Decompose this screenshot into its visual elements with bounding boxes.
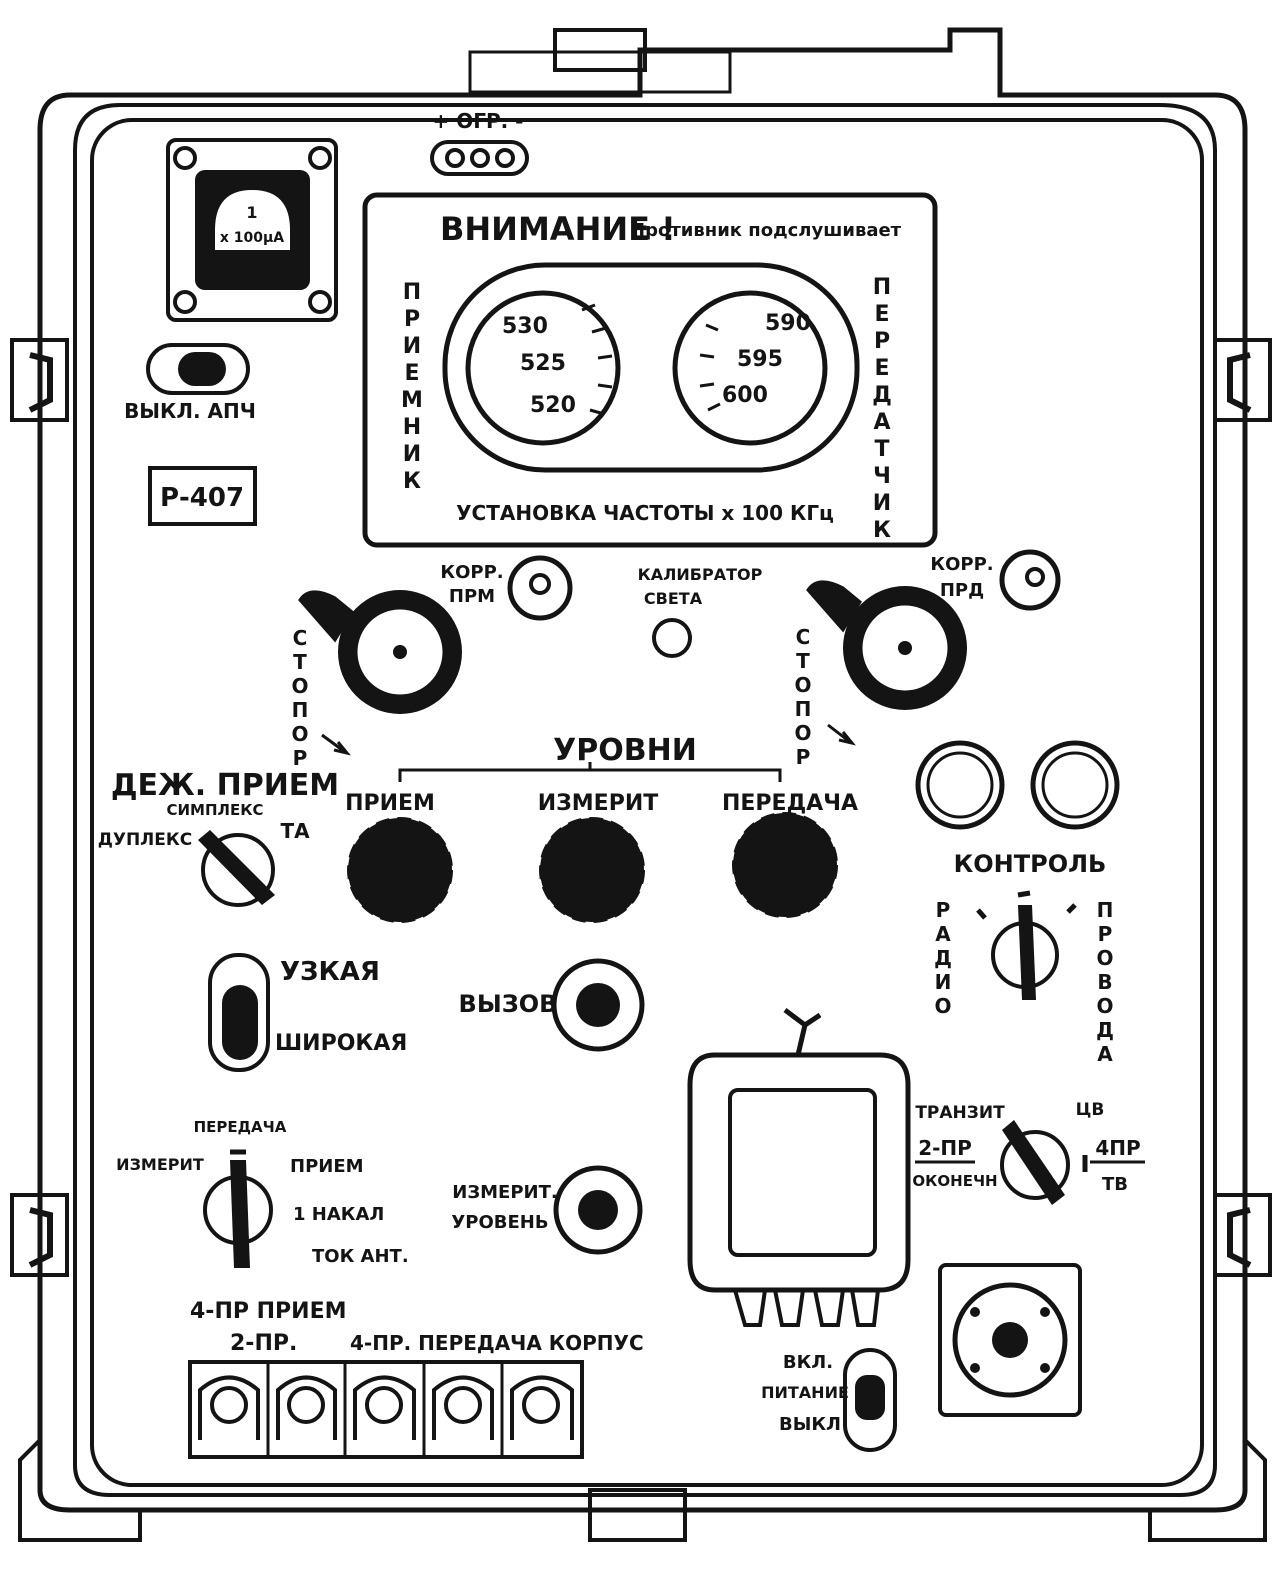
warning-text: Противник подслушивает <box>630 220 902 241</box>
duty-switch-pos-simplex: СИМПЛЕКС <box>166 801 263 819</box>
indicator-lamp-right <box>1030 740 1120 830</box>
warning-title: ВНИМАНИЕ ! <box>440 210 676 248</box>
bandwidth-switch-top-label: УЗКАЯ <box>280 957 380 987</box>
mode-switch-pos-tv: ТВ <box>1102 1174 1128 1195</box>
measure-switch-pos-rx: ПРИЕМ <box>290 1156 364 1177</box>
terminals-label-row2b: 4-ПР. ПЕРЕДАЧА КОРПУС <box>350 1331 644 1355</box>
corr-tx-knob[interactable] <box>999 549 1061 611</box>
scale-window: ВНИМАНИЕ ! Противник подслушивает ПРИЕМН… <box>362 192 938 548</box>
terminal-block <box>188 1360 584 1459</box>
power-switch-label: ПИТАНИЕ <box>761 1383 849 1402</box>
measure-switch-pos-antenna: ТОК АНТ. <box>312 1246 409 1267</box>
receiver-label: ПРИЕМНИК <box>400 280 425 496</box>
control-switch-title: КОНТРОЛЬ <box>954 850 1107 878</box>
terminal-2[interactable] <box>276 1375 337 1441</box>
duty-switch[interactable] <box>198 830 275 907</box>
multi-pin-connector[interactable] <box>938 1263 1082 1417</box>
level-knob-meas[interactable] <box>539 817 645 923</box>
corr-rx-knob[interactable] <box>507 555 573 621</box>
control-switch-left-label: РАДИО <box>931 898 955 1018</box>
apch-switch-label: ВЫКЛ. АПЧ <box>124 399 256 423</box>
terminal-1[interactable] <box>198 1375 260 1441</box>
transmitter-scale-top: 590 <box>765 311 811 336</box>
measure-level-jack[interactable] <box>553 1165 643 1255</box>
indicator-lamp-left <box>915 740 1005 830</box>
device-nameplate: Р-407 <box>148 466 257 526</box>
terminal-3[interactable] <box>353 1375 416 1441</box>
tx-tuning-knob[interactable] <box>806 580 967 710</box>
measure-level-label-2: УРОВЕНЬ <box>451 1212 548 1233</box>
receiver-scale-mid: 525 <box>520 351 566 376</box>
measure-switch-pos-meas: ИЗМЕРИТ <box>116 1155 204 1174</box>
level-knob-tx[interactable] <box>732 812 838 918</box>
corr-tx-label-1: КОРР. <box>930 554 993 575</box>
mode-switch-pos-4pr: 4ПР <box>1095 1136 1140 1160</box>
corr-rx-label-1: КОРР. <box>440 562 503 583</box>
mode-switch[interactable] <box>1000 1120 1088 1205</box>
terminal-4[interactable] <box>432 1375 494 1441</box>
rx-tuning-knob[interactable] <box>298 590 462 714</box>
control-switch-right-label: ПРОВОДА <box>1093 898 1117 1066</box>
device-name: Р-407 <box>160 483 244 513</box>
levels-title: УРОВНИ <box>553 733 697 768</box>
receiver-scale-top: 530 <box>502 314 548 339</box>
terminals-label-row2a: 2-ПР. <box>230 1331 297 1356</box>
meter: 1 x 100μA <box>166 138 338 322</box>
ground-terminal-label: + ОГР. - <box>433 109 524 133</box>
transmitter-scale-mid: 595 <box>737 347 783 372</box>
power-switch-off-label: ВЫКЛ <box>779 1414 841 1435</box>
calibrator-label-1: КАЛИБРАТОР <box>638 565 763 584</box>
duty-switch-pos-ta: ТА <box>280 819 310 843</box>
transmitter-scale-bottom: 600 <box>722 383 768 408</box>
control-switch[interactable] <box>976 890 1077 1000</box>
transmitter-label: ПЕРЕДАТЧИК <box>870 275 895 545</box>
terminal-5[interactable] <box>510 1375 574 1441</box>
measure-switch-pos-filament: 1 НАКАЛ <box>293 1204 384 1225</box>
level-knob-rx[interactable] <box>347 817 453 923</box>
calibrator-label-2: СВЕТА <box>644 589 703 608</box>
bandwidth-switch-bottom-label: ШИРОКАЯ <box>275 1031 407 1056</box>
meter-label-top: 1 <box>246 203 257 222</box>
meter-label-bottom: x 100μA <box>220 230 284 246</box>
duty-switch-pos-duplex: ДУПЛЕКС <box>98 830 193 850</box>
measure-level-label-1: ИЗМЕРИТ. <box>452 1182 557 1203</box>
mode-switch-pos-cv: ЦВ <box>1076 1100 1105 1120</box>
stopor-rx-label: СТОПОР <box>288 626 312 770</box>
frequency-label: УСТАНОВКА ЧАСТОТЫ x 100 КГц <box>456 501 834 525</box>
corr-rx-label-2: ПРМ <box>449 586 495 607</box>
power-switch-on-label: ВКЛ. <box>783 1352 833 1373</box>
duty-switch-title: ДЕЖ. ПРИЕМ <box>111 768 339 803</box>
terminals-label-row1: 4-ПР ПРИЕМ <box>190 1299 347 1324</box>
bandwidth-switch[interactable] <box>208 953 270 1072</box>
levels-knob-label-rx: ПРИЕМ <box>345 791 435 816</box>
case-frame <box>10 27 1272 1542</box>
call-button-label: ВЫЗОВ <box>459 990 558 1018</box>
levels-knob-label-meas: ИЗМЕРИТ <box>538 791 659 816</box>
measure-switch[interactable] <box>203 1149 273 1268</box>
mode-switch-pos-transit: ТРАНЗИТ <box>915 1103 1005 1123</box>
apch-switch[interactable]: ВЫКЛ. АПЧ <box>124 343 256 423</box>
transformer-block <box>687 1008 911 1327</box>
levels-knob-label-tx: ПЕРЕДАЧА <box>722 791 858 816</box>
power-switch[interactable] <box>843 1348 897 1452</box>
measure-switch-pos-tx: ПЕРЕДАЧА <box>194 1118 287 1136</box>
call-button[interactable] <box>551 958 645 1052</box>
corr-tx-label-2: ПРД <box>940 580 984 601</box>
stopor-tx-label: СТОПОР <box>791 625 815 769</box>
ground-terminal[interactable]: + ОГР. - <box>430 109 529 176</box>
calibrator-lamp <box>652 618 692 658</box>
mode-switch-pos-terminal: ОКОНЕЧН <box>912 1172 997 1190</box>
receiver-scale-bottom: 520 <box>530 393 576 418</box>
mode-switch-pos-2pr: 2-ПР <box>918 1136 972 1160</box>
